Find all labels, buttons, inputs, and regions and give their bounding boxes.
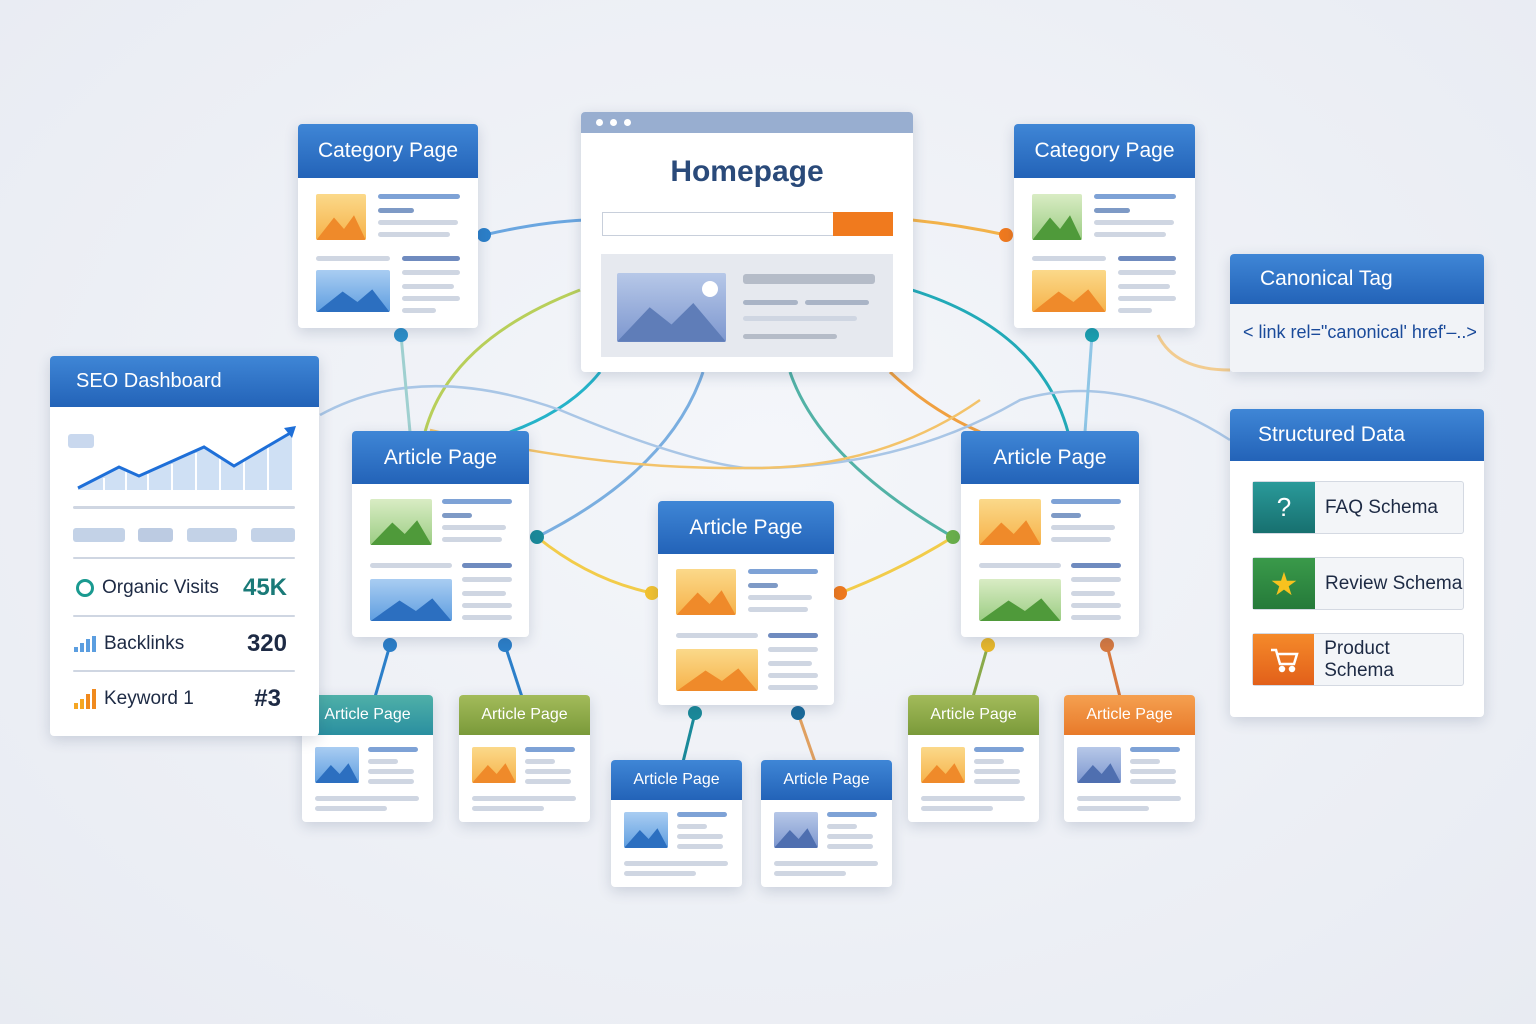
panel-title: Canonical Tag	[1230, 254, 1484, 304]
image-icon	[617, 273, 726, 342]
article-page-card-small[interactable]: Article Page	[459, 695, 590, 822]
product-schema-item[interactable]: Product Schema	[1252, 633, 1464, 686]
image-icon	[676, 649, 758, 691]
browser-bar	[581, 112, 913, 133]
image-icon	[316, 194, 366, 240]
metric-keyword: Keyword 1#3	[72, 685, 287, 713]
category-page-card[interactable]: Category Page	[1014, 124, 1195, 328]
search-button[interactable]	[833, 212, 893, 236]
hero-section	[601, 254, 893, 357]
canonical-tag-panel: Canonical Tag < link rel="canonical' hre…	[1230, 254, 1484, 372]
bar-chart-icon	[74, 636, 96, 652]
traffic-line-chart	[68, 426, 296, 490]
image-icon	[921, 747, 965, 783]
article-page-card-small[interactable]: Article Page	[611, 760, 742, 887]
image-icon	[370, 499, 432, 545]
shopping-cart-icon	[1253, 634, 1315, 685]
faq-schema-item[interactable]: ?FAQ Schema	[1252, 481, 1464, 534]
search-input[interactable]	[602, 212, 834, 236]
article-page-card-small[interactable]: Article Page	[908, 695, 1039, 822]
image-icon	[676, 569, 736, 615]
card-title: Article Page	[961, 431, 1139, 484]
bar-chart-icon	[74, 689, 96, 709]
image-icon	[624, 812, 668, 848]
article-page-card-small[interactable]: Article Page	[1064, 695, 1195, 822]
card-title: Article Page	[611, 760, 742, 800]
homepage-card[interactable]: Homepage	[581, 112, 913, 372]
card-title: Article Page	[352, 431, 529, 484]
category-page-card[interactable]: Category Page	[298, 124, 478, 328]
panel-title: Structured Data	[1230, 409, 1484, 461]
canonical-code: < link rel="canonical' href'–..>	[1230, 304, 1484, 372]
review-schema-item[interactable]: ★Review Schema	[1252, 557, 1464, 610]
image-icon	[316, 270, 390, 312]
card-title: Category Page	[1014, 124, 1195, 178]
article-page-card-small[interactable]: Article Page	[761, 760, 892, 887]
card-title: Article Page	[302, 695, 433, 735]
card-title: Article Page	[658, 501, 834, 554]
circle-icon	[76, 579, 94, 597]
card-title: Article Page	[761, 760, 892, 800]
image-icon	[979, 499, 1041, 545]
article-page-card-small[interactable]: Article Page	[302, 695, 433, 822]
star-icon: ★	[1253, 558, 1315, 609]
card-title: Category Page	[298, 124, 478, 178]
faq-icon: ?	[1253, 482, 1315, 533]
card-title: Article Page	[908, 695, 1039, 735]
image-icon	[774, 812, 818, 848]
image-icon	[370, 579, 452, 621]
image-icon	[472, 747, 516, 783]
image-icon	[315, 747, 359, 783]
image-icon	[979, 579, 1061, 621]
structured-data-panel: Structured Data ?FAQ Schema ★Review Sche…	[1230, 409, 1484, 717]
card-title: Article Page	[459, 695, 590, 735]
article-page-card[interactable]: Article Page	[352, 431, 529, 637]
panel-title: SEO Dashboard	[50, 356, 319, 407]
image-icon	[1077, 747, 1121, 783]
homepage-title: Homepage	[670, 155, 824, 188]
card-title: Article Page	[1064, 695, 1195, 735]
image-icon	[1032, 270, 1106, 312]
article-page-card[interactable]: Article Page	[658, 501, 834, 705]
image-icon	[1032, 194, 1082, 240]
article-page-card[interactable]: Article Page	[961, 431, 1139, 637]
